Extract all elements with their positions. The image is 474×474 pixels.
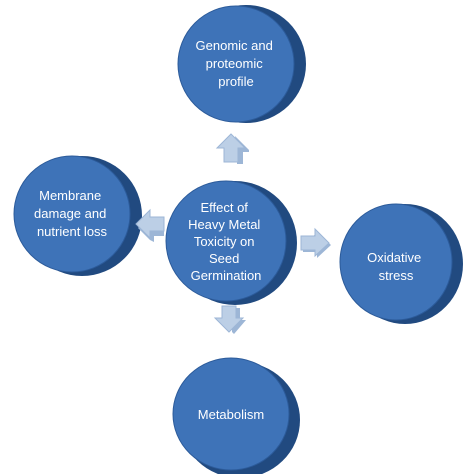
- node-membrane-label: Membrane damage and nutrient loss: [34, 188, 110, 239]
- node-metabolism-circle: [172, 357, 290, 471]
- arrow-right-face: [300, 227, 330, 258]
- node-center-line: Seed: [209, 251, 239, 266]
- node-genomic-line: Genomic and: [196, 38, 273, 53]
- node-center-line: Heavy Metal: [188, 217, 260, 232]
- node-genomic: Genomic and proteomic profile: [177, 5, 306, 123]
- node-oxidative-line: Oxidative: [367, 250, 421, 265]
- node-metabolism-label: Metabolism: [198, 407, 264, 422]
- block-arrow-down-icon: [213, 305, 246, 334]
- node-center-line: Germination: [191, 268, 262, 283]
- node-membrane-line: Membrane: [39, 188, 101, 203]
- arrow-down-face: [213, 305, 245, 333]
- node-genomic-circle: [177, 5, 295, 123]
- arrow-up-face: [215, 133, 247, 163]
- node-oxidative-label: Oxidative stress: [367, 250, 425, 283]
- node-center-line: Toxicity on: [194, 234, 255, 249]
- node-center-label: Effect of Heavy Metal Toxicity on Seed G…: [188, 200, 264, 283]
- node-genomic-line: proteomic: [206, 56, 264, 71]
- node-oxidative: Oxidative stress: [339, 203, 463, 324]
- node-center-circle: [165, 180, 287, 302]
- node-genomic-label: Genomic and proteomic profile: [196, 38, 277, 89]
- node-membrane-line: damage and: [34, 206, 106, 221]
- node-metabolism: Metabolism: [172, 357, 300, 474]
- node-center: Effect of Heavy Metal Toxicity on Seed G…: [165, 180, 297, 305]
- node-membrane: Membrane damage and nutrient loss: [13, 155, 142, 276]
- node-membrane-circle: [13, 155, 131, 273]
- block-arrow-left-icon: [135, 208, 165, 242]
- node-oxidative-circle: [339, 203, 453, 321]
- arrow-left-face: [135, 208, 165, 240]
- node-genomic-line: profile: [218, 74, 253, 89]
- node-oxidative-line: stress: [379, 268, 414, 283]
- block-arrow-up-icon: [215, 133, 249, 164]
- node-membrane-line: nutrient loss: [37, 224, 108, 239]
- node-center-line: Effect of: [200, 200, 248, 215]
- block-arrow-right-icon: [300, 227, 331, 258]
